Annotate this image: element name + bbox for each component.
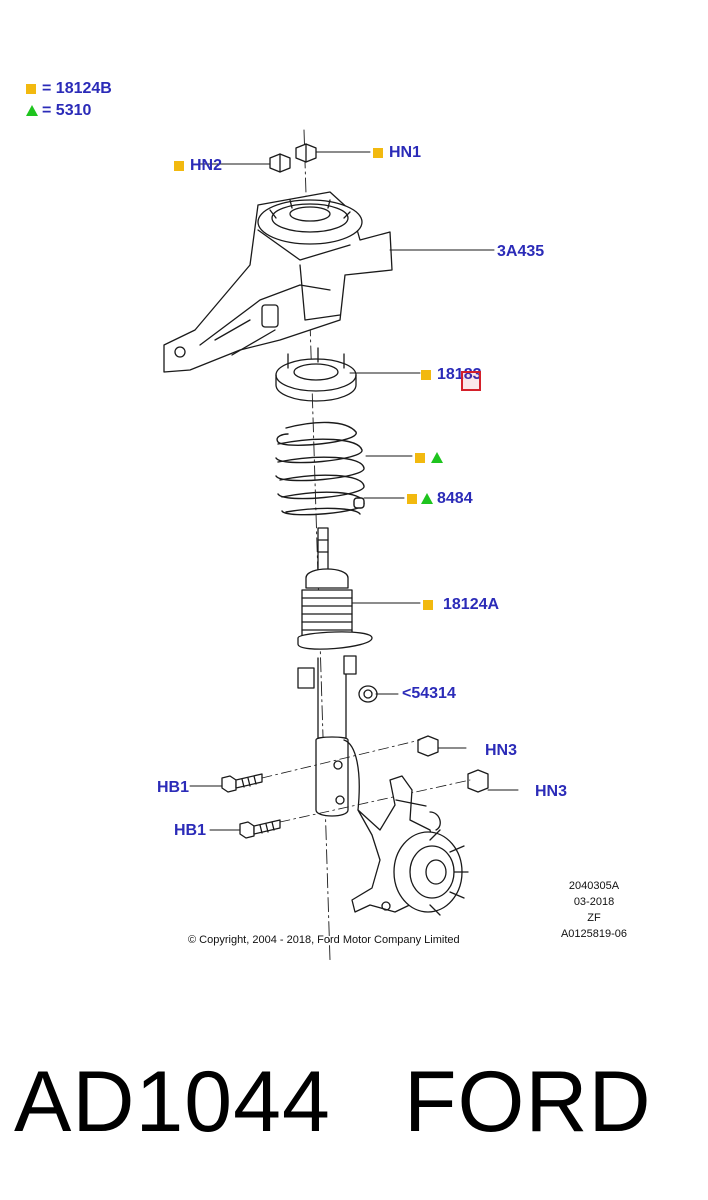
legend-item-square: = 18124B [26, 80, 112, 98]
strut-tower-mount-drawing [163, 191, 393, 373]
callout-3a435: 3A435 [497, 243, 544, 261]
callout-54314: <54314 [402, 685, 456, 703]
callout-hn3-lower-text: HN3 [535, 783, 568, 800]
callout-3a435-text: 3A435 [497, 243, 545, 260]
brand-caption: FORD [404, 1054, 652, 1150]
coil-spring-drawing [275, 421, 365, 516]
drawing-meta: 2040305A 03-2018 ZF A0125819-06 [548, 878, 640, 942]
upper-seat-drawing [275, 347, 357, 402]
meta-supplier: ZF [587, 912, 601, 924]
callout-hn3-upper: HN3 [485, 742, 517, 760]
callout-hb1-upper: HB1 [157, 779, 189, 797]
callout-hn1-text: HN1 [389, 144, 422, 161]
yellow-square-icon [423, 599, 433, 610]
callout-18183-text: 18183 [437, 366, 482, 383]
meta-drawing-number: 2040305A [568, 880, 620, 892]
meta-date: 03-2018 [573, 896, 615, 908]
meta-reference: A0125819-06 [560, 928, 628, 940]
nut-hn3-upper-drawing [417, 735, 439, 757]
callout-hn2: HN2 [174, 157, 222, 175]
callout-hn2-text: HN2 [190, 157, 223, 174]
yellow-square-icon [174, 160, 184, 171]
part-number-caption: AD1044 [14, 1054, 331, 1150]
callout-8484: 8484 [407, 490, 473, 508]
yellow-square-icon [421, 369, 431, 380]
highlight-box [461, 371, 481, 391]
strut-assembly-drawing [163, 129, 519, 961]
callout-18124a: 18124A [423, 596, 499, 614]
callout-8484-text: 8484 [437, 490, 473, 507]
callout-hb1-lower: HB1 [174, 822, 206, 840]
bushing-drawing [358, 685, 378, 703]
green-triangle-icon [431, 452, 443, 464]
yellow-square-icon [415, 452, 425, 463]
nut-hn1-drawing [295, 143, 317, 163]
copyright-notice: © Copyright, 2004 - 2018, Ford Motor Com… [188, 934, 460, 946]
callout-18183: 18183 [421, 366, 482, 384]
bolt-hb1-lower-drawing [239, 819, 281, 839]
green-triangle-icon [26, 105, 38, 117]
legend-square-text: = 18124B [42, 80, 112, 97]
callout-hb1-lower-text: HB1 [174, 822, 207, 839]
yellow-square-icon [26, 83, 36, 94]
callout-18124a-text: 18124A [443, 596, 500, 613]
callout-hn3-lower: HN3 [535, 783, 567, 801]
legend-item-triangle: = 5310 [26, 102, 91, 120]
callout-hn3-upper-text: HN3 [485, 742, 518, 759]
callout-hn1: HN1 [373, 144, 421, 162]
yellow-square-icon [407, 493, 417, 504]
bolt-hb1-upper-drawing [221, 773, 263, 793]
yellow-square-icon [373, 147, 383, 158]
nut-hn3-lower-drawing [467, 769, 489, 793]
knuckle-hub-drawing [351, 775, 469, 916]
strut-body-drawing [297, 527, 373, 817]
callout-spring-icons [415, 449, 447, 467]
nut-hn2-drawing [269, 153, 291, 173]
leader-lines [189, 151, 519, 831]
legend-triangle-text: = 5310 [42, 102, 92, 119]
green-triangle-icon [421, 493, 433, 505]
callout-54314-text: <54314 [402, 685, 456, 702]
callout-hb1-upper-text: HB1 [157, 779, 190, 796]
exploded-diagram: = 18124B = 5310 HN2 HN1 3A435 18183 8484… [26, 80, 640, 961]
